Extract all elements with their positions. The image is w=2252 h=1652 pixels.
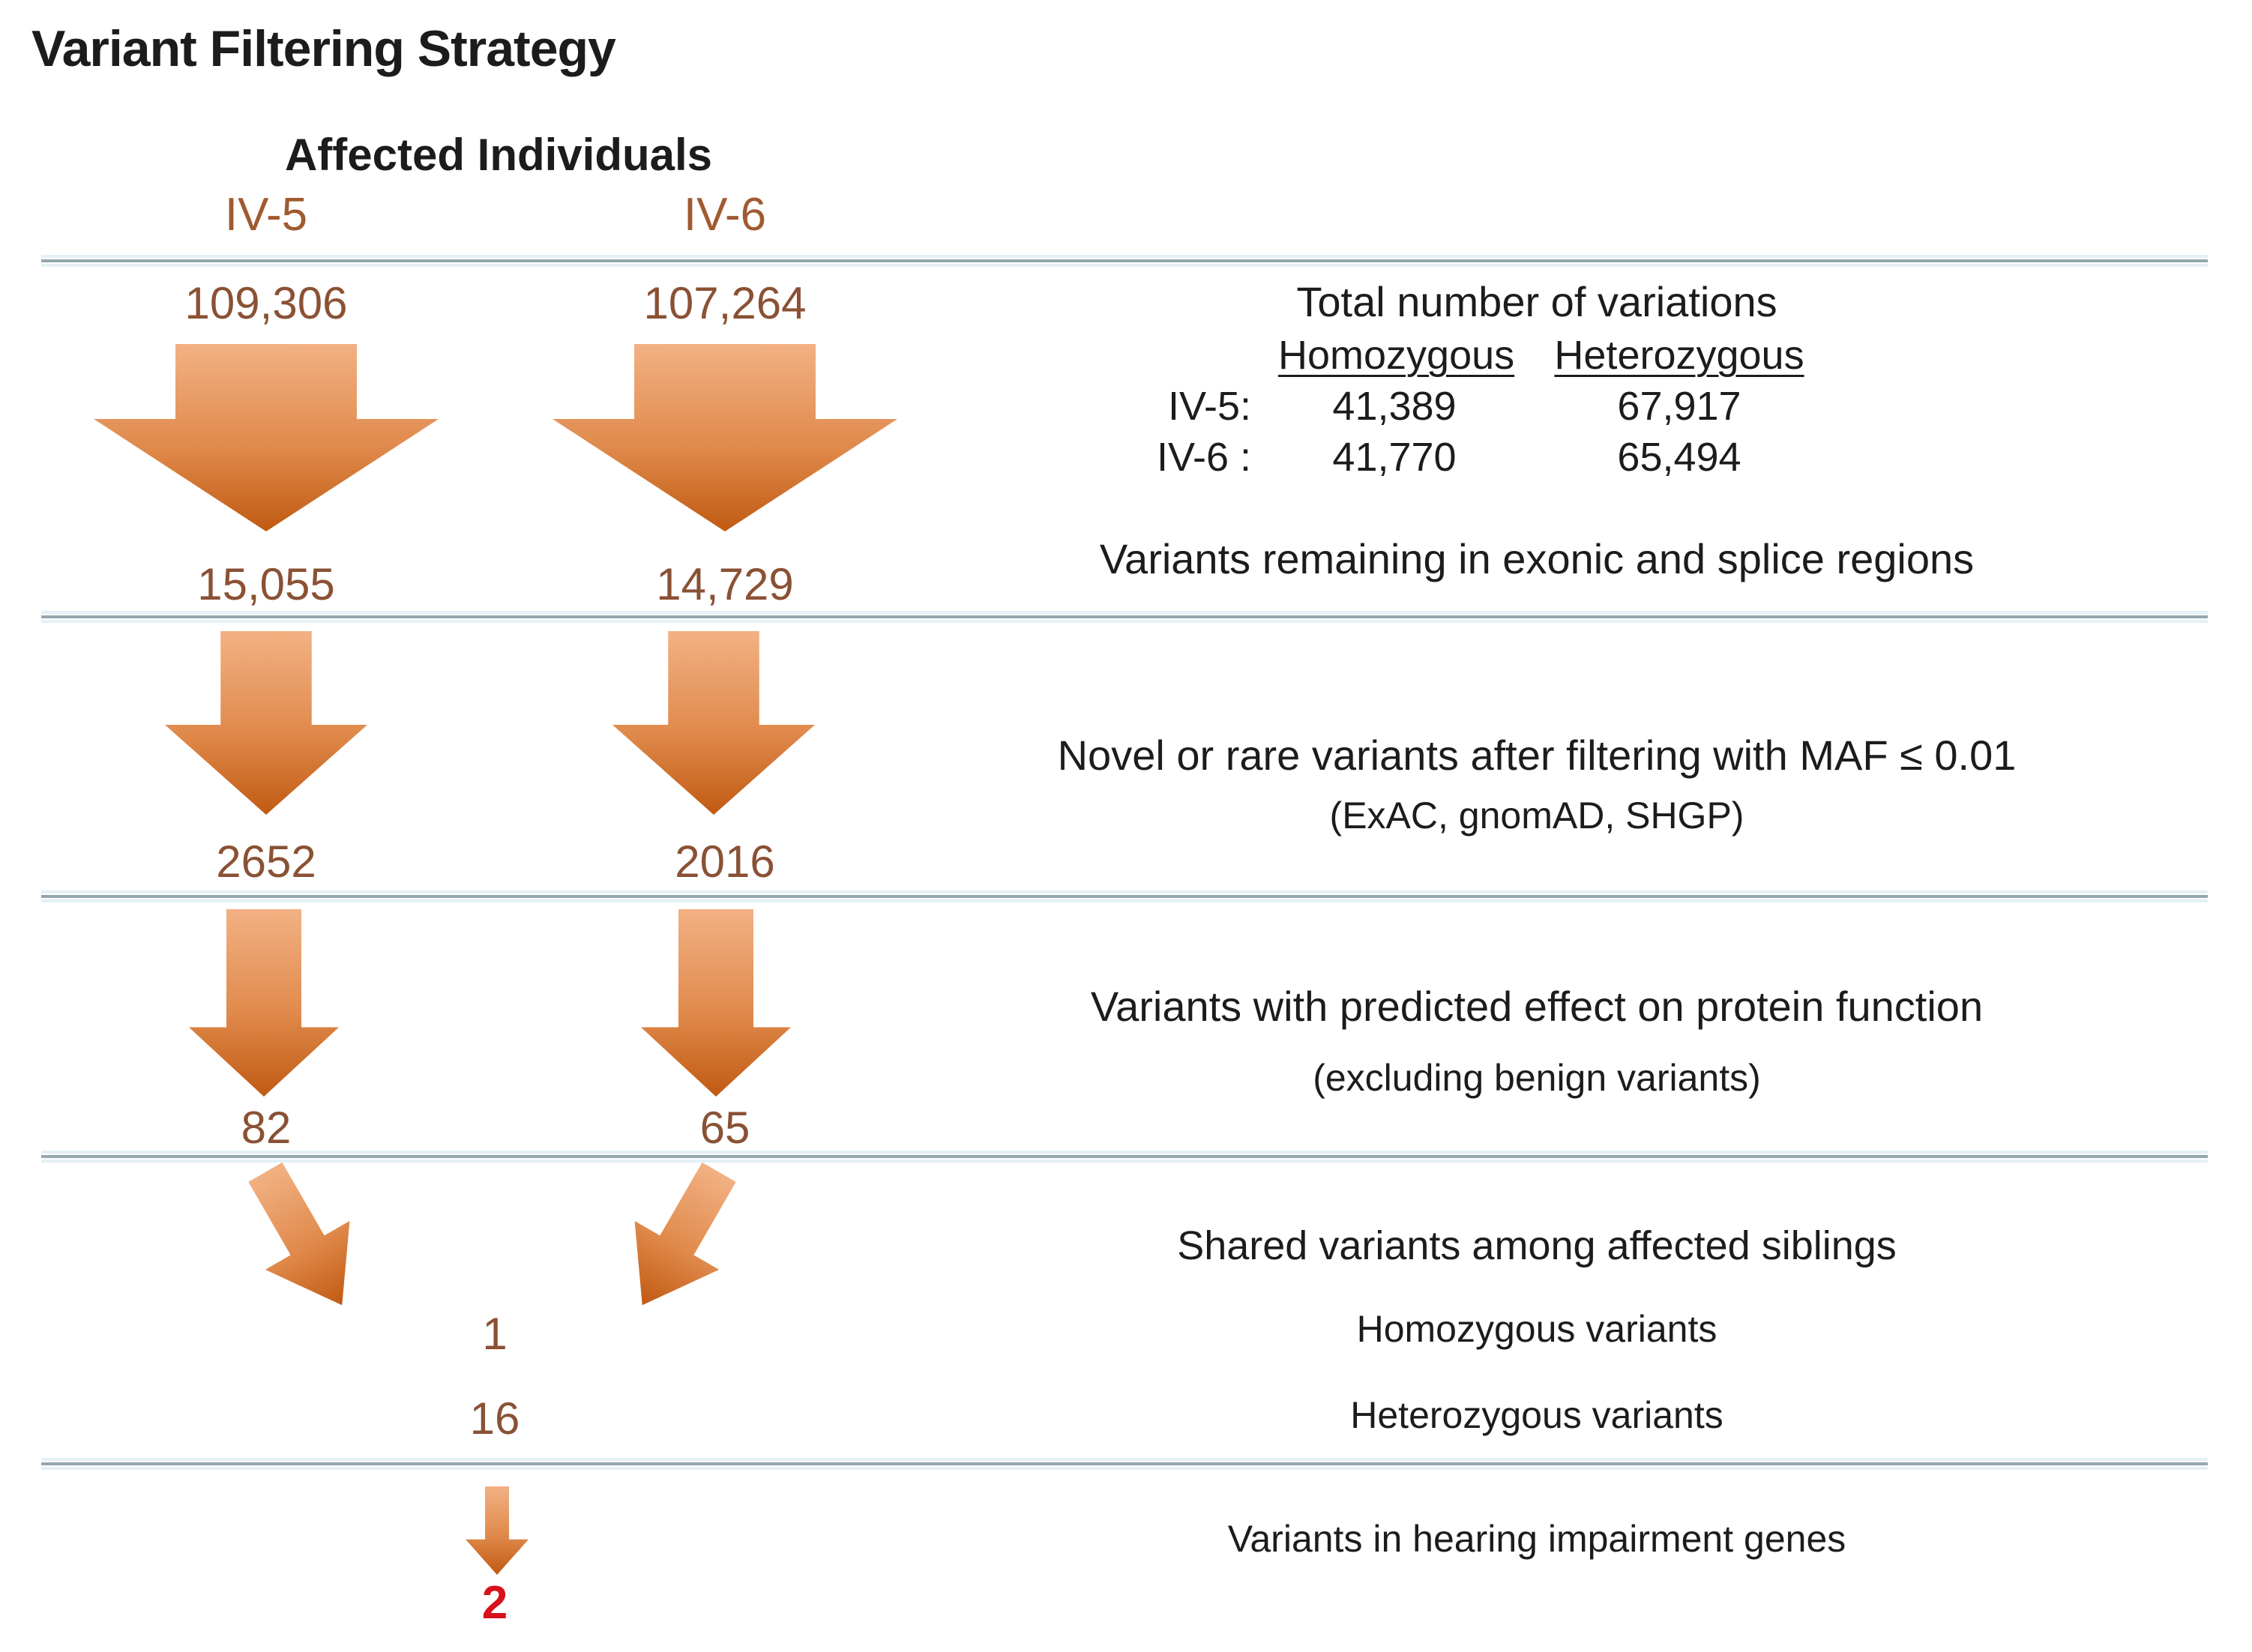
filter-arrow-iv6-stage1 <box>553 344 897 531</box>
zygosity-heterozygous-value: 65,494 <box>1617 435 1741 480</box>
description-hearing-genes: Variants in hearing impairment genes <box>1227 1518 1846 1560</box>
description-excluding-benign: (excluding benign variants) <box>1313 1057 1761 1099</box>
filter-arrow-iv6-stage2 <box>612 631 815 815</box>
count-shared-homozygous: 1 <box>482 1309 508 1359</box>
section-divider-2 <box>41 615 2208 618</box>
filter-arrow-iv5-stage1 <box>94 344 439 531</box>
count-iv6-exonic: 14,729 <box>656 559 794 609</box>
column-label-iv6: IV-6 <box>683 189 767 241</box>
zygosity-table: Homozygous Heterozygous IV-5: 41,389 67,… <box>1091 335 1848 488</box>
label-shared-heterozygous: Heterozygous variants <box>1350 1394 1723 1436</box>
count-iv6-rare: 2016 <box>675 836 775 887</box>
description-exonic-splice: Variants remaining in exonic and splice … <box>1099 535 1975 582</box>
count-iv6-damaging: 65 <box>699 1103 750 1153</box>
count-iv5-exonic: 15,055 <box>197 559 335 609</box>
heterozygous-column-header: Heterozygous <box>1554 333 1804 378</box>
section-divider-5 <box>41 1462 2208 1465</box>
section-divider-1 <box>41 259 2208 262</box>
zygosity-row-iv6: IV-6 : 41,770 65,494 <box>1091 437 1848 488</box>
count-shared-heterozygous: 16 <box>469 1393 520 1444</box>
zygosity-homozygous-value: 41,770 <box>1332 435 1457 480</box>
label-shared-homozygous: Homozygous variants <box>1356 1308 1717 1350</box>
description-rare-maf: Novel or rare variants after filtering w… <box>1057 732 2017 779</box>
zygosity-row-iv5: IV-5: 41,389 67,917 <box>1091 386 1848 437</box>
converge-arrow-iv5 <box>223 1148 384 1330</box>
homozygous-column-header: Homozygous <box>1278 333 1515 378</box>
filter-arrow-iv6-stage3 <box>641 909 791 1097</box>
filter-arrow-iv5-stage2 <box>165 631 367 815</box>
zygosity-homozygous-value: 41,389 <box>1332 384 1457 429</box>
count-iv6-total: 107,264 <box>643 278 807 328</box>
section-divider-3 <box>41 895 2208 898</box>
converge-arrow-iv6 <box>600 1148 761 1330</box>
count-iv5-damaging: 82 <box>241 1103 292 1153</box>
description-predicted-effect: Variants with predicted effect on protei… <box>1090 983 1984 1030</box>
affected-individuals-label: Affected Individuals <box>284 130 713 180</box>
description-rare-databases: (ExAC, gnomAD, SHGP) <box>1329 795 1744 836</box>
zygosity-row-label: IV-5: <box>1167 384 1251 429</box>
filter-arrow-iv5-stage3 <box>189 909 339 1097</box>
zygosity-heterozygous-value: 67,917 <box>1617 384 1741 429</box>
section-divider-4 <box>41 1155 2208 1158</box>
count-iv5-rare: 2652 <box>216 836 316 887</box>
count-iv5-total: 109,306 <box>184 278 348 328</box>
zygosity-row-label: IV-6 : <box>1156 435 1251 480</box>
column-label-iv5: IV-5 <box>224 189 308 241</box>
description-total-variations: Total number of variations <box>1296 278 1777 325</box>
count-final-hearing-genes: 2 <box>481 1577 508 1629</box>
page-title: Variant Filtering Strategy <box>31 20 616 77</box>
description-shared-variants: Shared variants among affected siblings <box>1177 1223 1897 1268</box>
zygosity-table-header-row: Homozygous Heterozygous <box>1091 335 1848 386</box>
final-filter-arrow <box>466 1486 529 1575</box>
